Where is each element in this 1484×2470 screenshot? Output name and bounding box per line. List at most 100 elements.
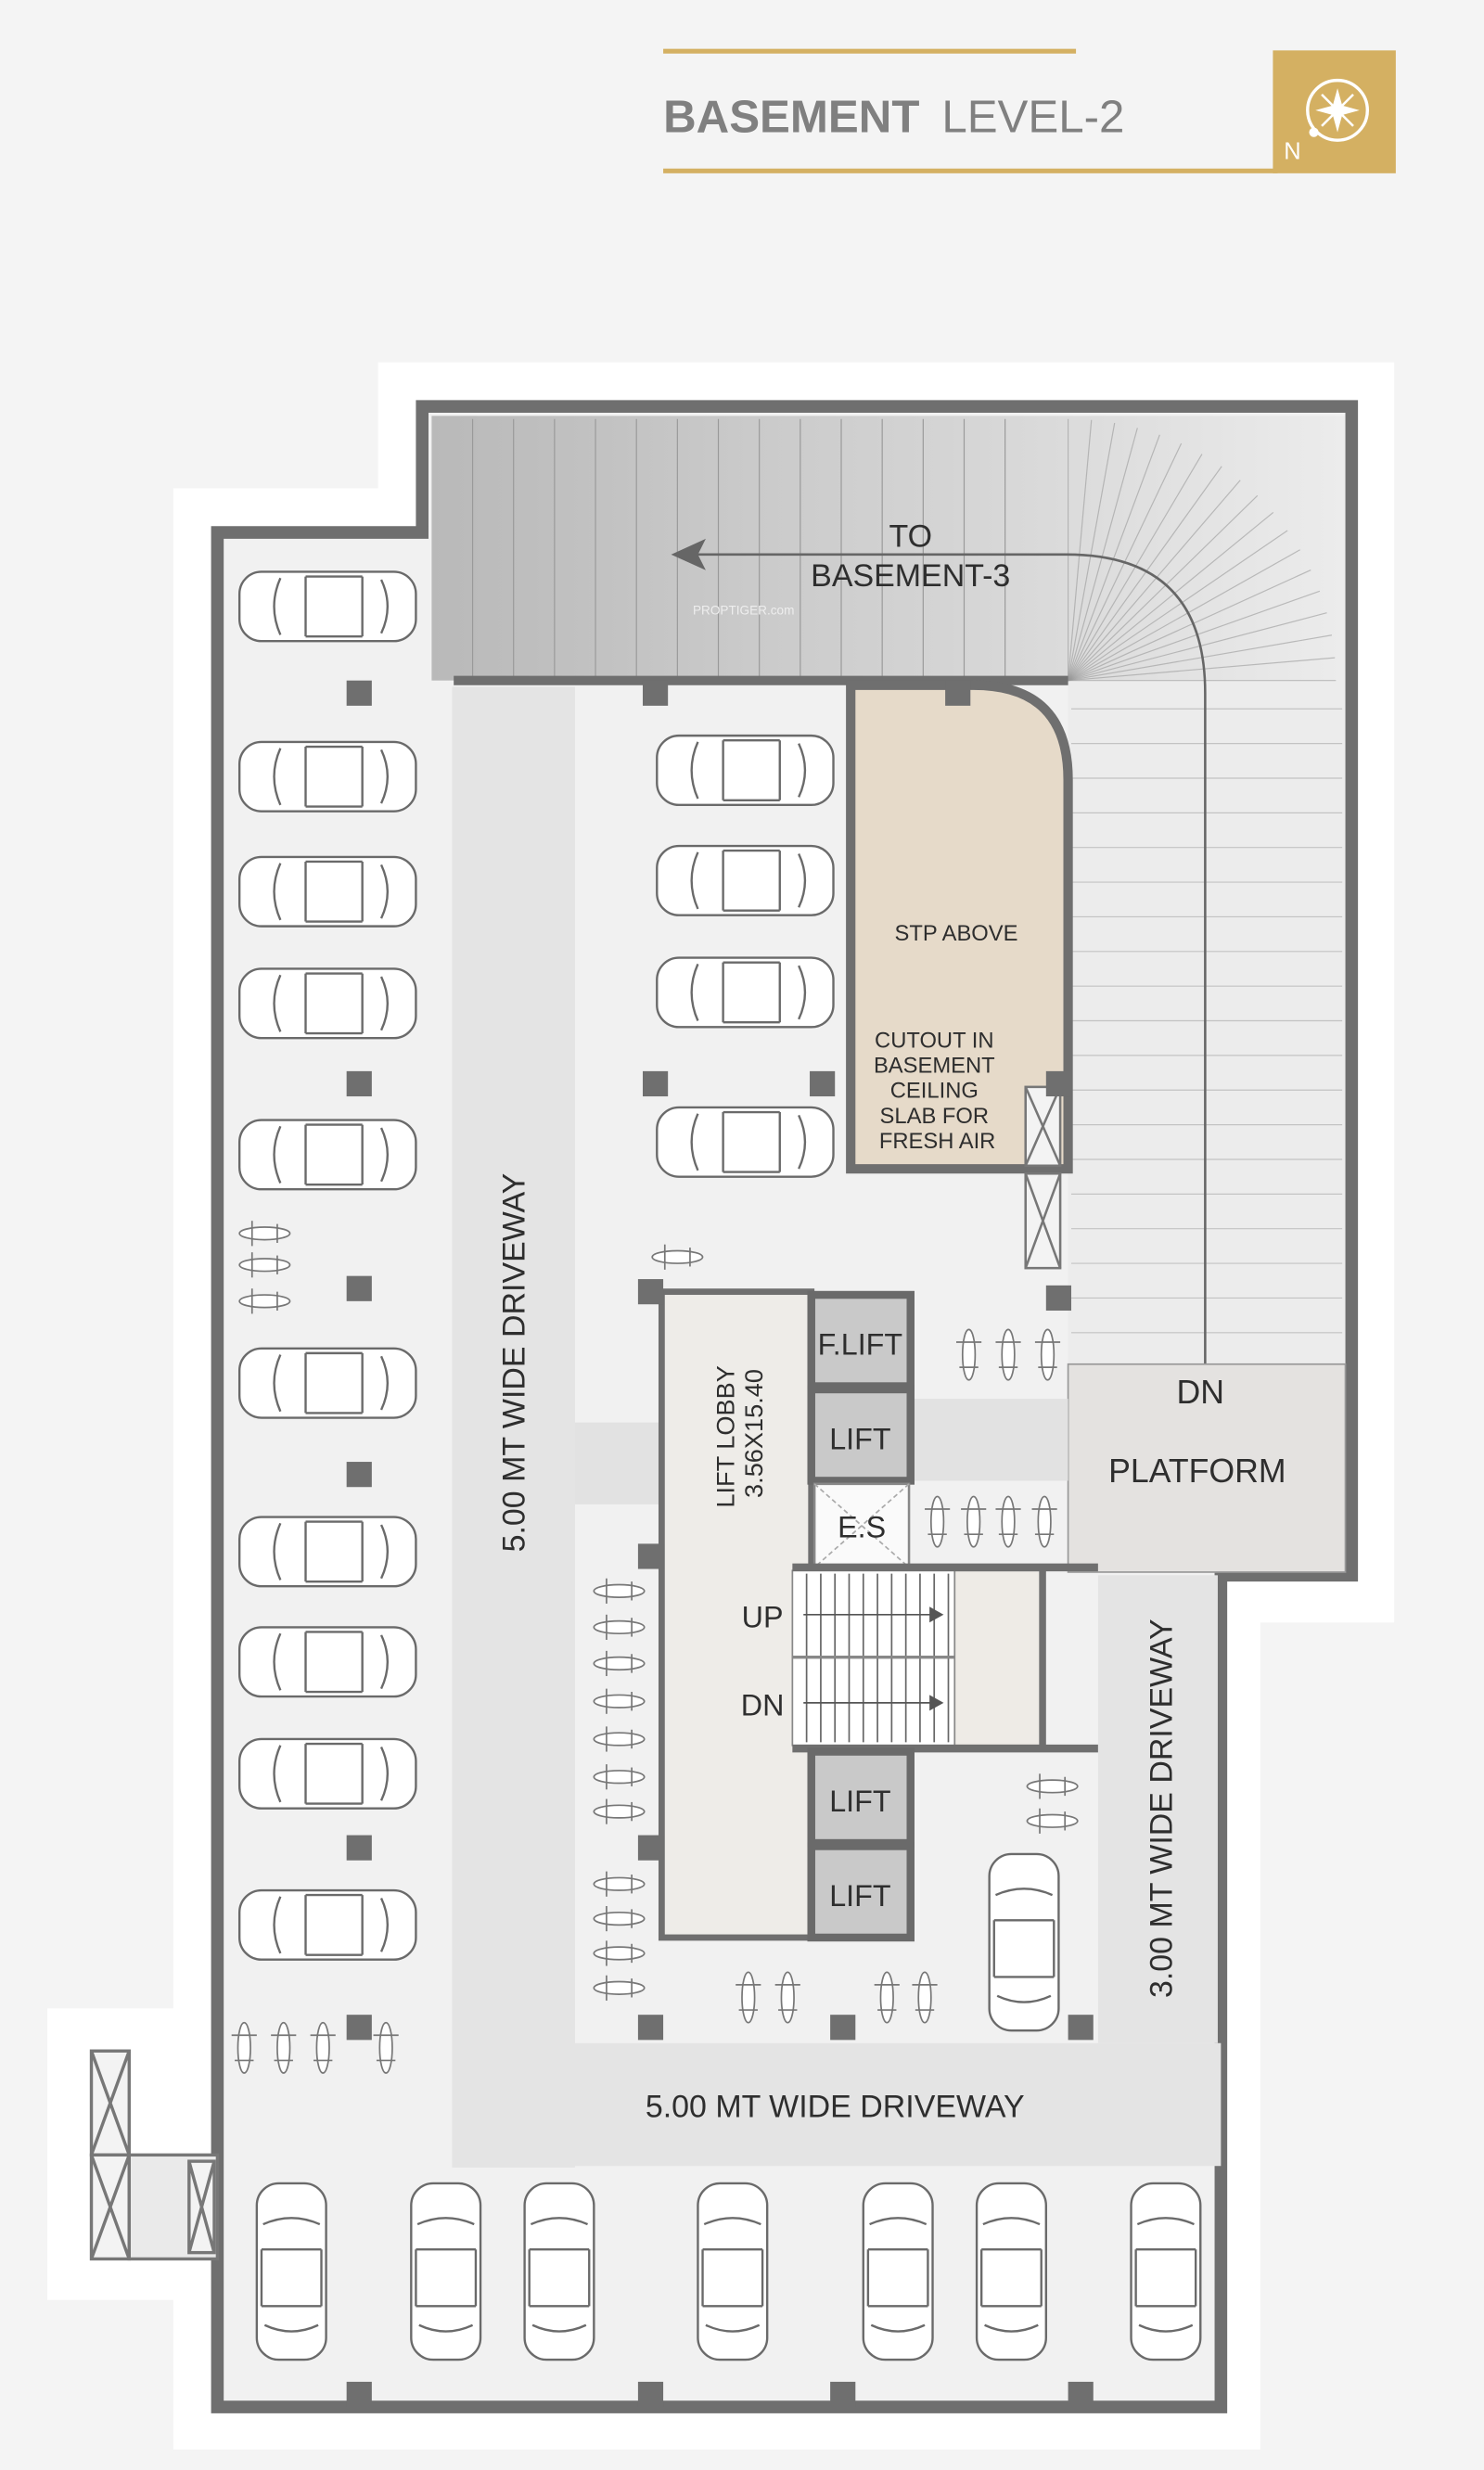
- ramp-label-line2: BASEMENT-3: [811, 558, 1010, 594]
- fire-lift: [807, 1290, 915, 1390]
- bike-icon: [961, 1495, 987, 1548]
- bike-icon: [238, 1288, 291, 1314]
- column: [346, 1462, 372, 1488]
- corridor: [574, 1422, 662, 1504]
- bike-icon: [995, 1495, 1021, 1548]
- bike-icon: [231, 2021, 257, 2074]
- bike-icon: [238, 1221, 291, 1247]
- two-wheeler-parking: [231, 1221, 1079, 2074]
- title-bold: BASEMENT: [663, 92, 919, 143]
- lift-label: LIFT: [829, 1422, 890, 1455]
- driveway-right: [1097, 1575, 1218, 2043]
- driveway-left-label: 5.00 MT WIDE DRIVEWAY: [497, 1173, 532, 1553]
- lift: [807, 1385, 915, 1485]
- stair-landing: [953, 1569, 1041, 1747]
- ramp-label-line1: TO: [889, 518, 932, 554]
- bike-icon: [593, 1578, 646, 1604]
- column: [1068, 2015, 1094, 2041]
- bike-icon: [1034, 1328, 1061, 1381]
- header-bottom-rule: [663, 168, 1278, 173]
- driveway-bottom: [452, 2042, 1222, 2167]
- bike-icon: [651, 1244, 704, 1270]
- bike-icon: [238, 1252, 291, 1278]
- service-shaft: [1024, 1085, 1062, 1270]
- fire-lift-label: F.LIFT: [818, 1328, 902, 1362]
- car-icon: [237, 1737, 417, 1810]
- compass-icon: N: [1273, 50, 1396, 173]
- column: [830, 2015, 856, 2041]
- header: BASEMENT LEVEL-2 N: [663, 48, 1396, 173]
- bike-icon: [955, 1328, 982, 1381]
- car-icon: [237, 967, 417, 1040]
- car-icon: [237, 1626, 417, 1698]
- stp-note-line: FRESH AIR: [879, 1129, 995, 1154]
- header-top-rule: [663, 48, 1077, 54]
- platform-dn-label: DN: [1177, 1374, 1225, 1411]
- bike-icon: [995, 1328, 1021, 1381]
- car-icon: [523, 2182, 595, 2361]
- bike-icon: [912, 1971, 938, 2024]
- car-parking-bays: [237, 570, 1202, 2361]
- lift-lobby-size: 3.56X15.40: [739, 1369, 768, 1498]
- title: BASEMENT LEVEL-2: [663, 92, 1124, 143]
- bike-icon: [1026, 1808, 1079, 1834]
- bike-icon: [271, 2021, 297, 2074]
- car-icon: [862, 2182, 934, 2361]
- column: [637, 2381, 664, 2408]
- stp-note-line: SLAB FOR: [880, 1104, 990, 1129]
- corridor: [910, 1399, 1068, 1481]
- car-icon: [656, 1106, 835, 1178]
- bike-icon: [593, 1650, 646, 1677]
- arrow-left-icon: [671, 538, 706, 570]
- column: [346, 1275, 372, 1301]
- column: [346, 2015, 372, 2041]
- column: [1068, 2381, 1094, 2408]
- lift-label: LIFT: [829, 1785, 890, 1818]
- bike-icon: [593, 1871, 646, 1897]
- column: [1045, 1285, 1071, 1312]
- arrow-right-icon: [929, 1606, 944, 1623]
- bike-icon: [874, 1971, 900, 2024]
- title-light: LEVEL-2: [941, 92, 1124, 143]
- ramp-direction-line: [693, 553, 1207, 1364]
- column: [637, 1835, 664, 1861]
- column: [637, 2015, 664, 2041]
- car-icon: [237, 1516, 417, 1588]
- car-icon: [697, 2182, 769, 2361]
- bike-icon: [736, 1971, 761, 2024]
- lift: [807, 1842, 915, 1942]
- bike-icon: [593, 1975, 646, 2001]
- bike-icon: [1031, 1495, 1057, 1548]
- stp-note-line: CEILING: [890, 1079, 979, 1104]
- car-icon: [656, 734, 835, 807]
- stair-up-label: UP: [742, 1600, 784, 1633]
- structural-columns: [346, 680, 1094, 2408]
- arrow-right-icon: [929, 1695, 944, 1711]
- column: [830, 2381, 856, 2408]
- column: [945, 680, 971, 706]
- core: LIFT LOBBY 3.56X15.40 F.LIFT LIFT E.S UP…: [658, 1288, 1098, 1942]
- column: [1045, 1070, 1071, 1097]
- bike-icon: [593, 1688, 646, 1714]
- bike-icon: [593, 1614, 646, 1640]
- electrical-shaft-label: E.S: [838, 1511, 886, 1544]
- bike-icon: [593, 1798, 646, 1824]
- bike-icon: [373, 2021, 399, 2074]
- column: [346, 2381, 372, 2408]
- car-icon: [237, 1888, 417, 1961]
- bike-icon: [774, 1971, 800, 2024]
- column: [637, 1543, 664, 1569]
- bike-icon: [925, 1495, 951, 1548]
- column: [810, 1070, 836, 1097]
- svg-text:CUTOUT IN BASEMENT: CUTOUT IN BASEMENT CEILING SLAB FOR FRES…: [874, 1028, 1001, 1154]
- compass-north-label: N: [1284, 139, 1300, 165]
- stp-room: STP ABOVE CUTOUT IN BASEMENT CEILING SLA…: [846, 680, 1073, 1174]
- driveway-right-label: 3.00 MT WIDE DRIVEWAY: [1145, 1619, 1180, 1998]
- bike-icon: [310, 2021, 336, 2074]
- driveway-left: [452, 686, 575, 2168]
- lift-lobby: [658, 1288, 815, 1941]
- car-icon: [975, 2182, 1048, 2361]
- watermark: PROPTIGER.com: [693, 603, 794, 617]
- platform-label: PLATFORM: [1108, 1453, 1286, 1490]
- stp-title: STP ABOVE: [895, 921, 1018, 946]
